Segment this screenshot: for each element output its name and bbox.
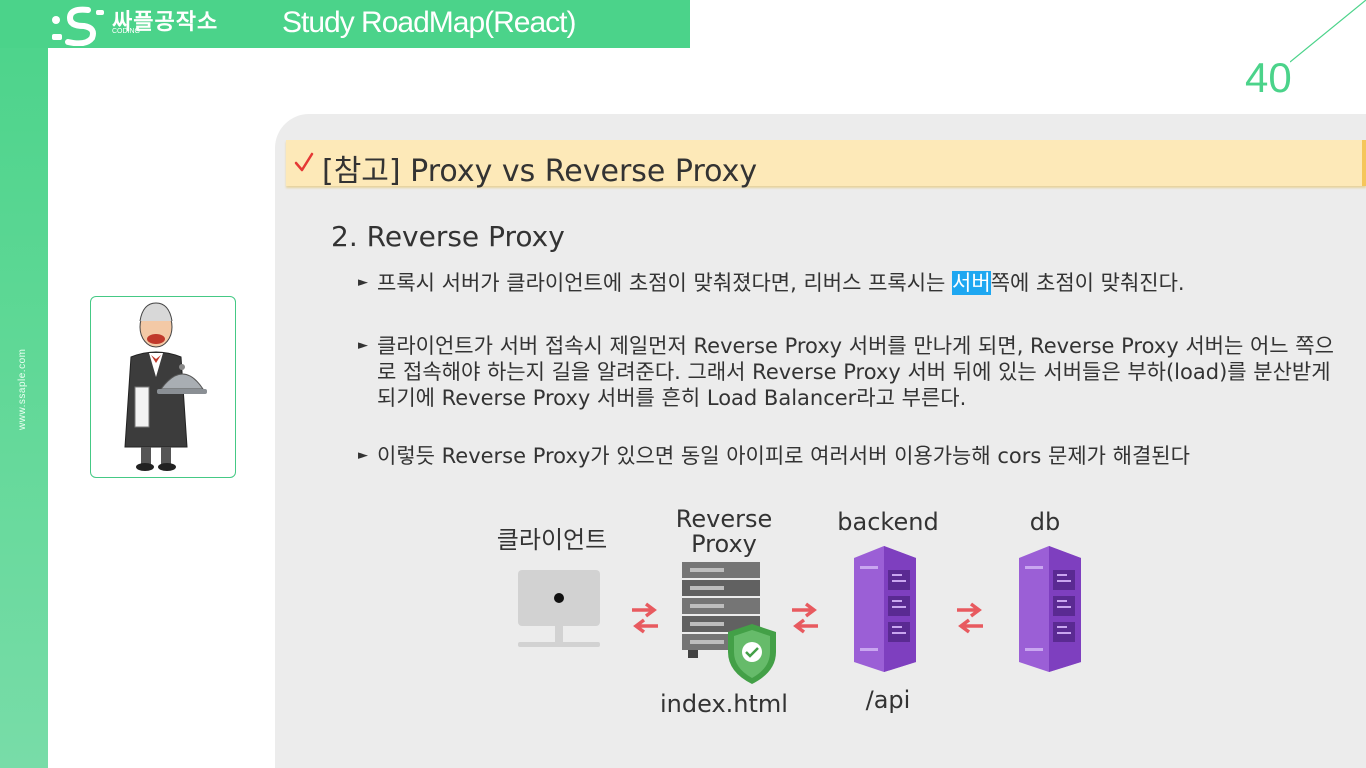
bullet-item: ► 이렇듯 Reverse Proxy가 있으면 동일 아이피로 여러서버 이용…	[358, 443, 1358, 469]
section-title: [참고] Proxy vs Reverse Proxy	[322, 154, 758, 189]
bullet-text: 클라이언트가 서버 접속시 제일먼저 Reverse Proxy 서버를 만나게…	[377, 334, 1334, 410]
section-subtitle: 2. Reverse Proxy	[331, 220, 565, 253]
butler-illustration	[124, 302, 207, 471]
site-url-vertical: www.ssaple.com	[17, 348, 28, 430]
content-panel	[275, 114, 1366, 768]
decorative-line	[1290, 0, 1366, 63]
bidirectional-arrow-icon	[957, 602, 983, 634]
bullet-text: 이렇듯 Reverse Proxy가 있으면 동일 아이피로 여러서버 이용가능…	[377, 444, 1190, 468]
reverse-proxy-label-line1: Reverse	[675, 505, 773, 533]
bullet-arrow-icon: ►	[358, 448, 368, 463]
bullet-arrow-icon: ►	[358, 275, 368, 290]
logo-icon	[52, 6, 104, 46]
backend-server-rack-icon	[854, 546, 916, 672]
bidirectional-arrow-icon	[632, 602, 658, 634]
highlighted-text: 서버	[952, 271, 991, 295]
api-caption: /api	[865, 686, 911, 714]
bullet-text: 쪽에 초점이 맞춰진다.	[990, 271, 1185, 295]
db-label: db	[1029, 508, 1061, 536]
index-html-caption: index.html	[660, 690, 788, 718]
logo-subtext: CODING	[112, 28, 140, 35]
backend-label: backend	[837, 508, 939, 536]
page-number: 40	[1245, 54, 1292, 101]
bullet-item: ► 클라이언트가 서버 접속시 제일먼저 Reverse Proxy 서버를 만…	[358, 333, 1353, 411]
section-header-band	[286, 140, 1366, 186]
bullet-text: 프록시 서버가 클라이언트에 초점이 맞춰졌다면, 리버스 프록시는	[377, 271, 953, 295]
client-label: 클라이언트	[496, 526, 608, 554]
butler-illustration-frame	[90, 296, 236, 478]
page-title: Study RoadMap(React)	[282, 6, 576, 39]
computer-monitor-icon	[518, 570, 600, 647]
reverse-proxy-label-line2: Proxy	[691, 530, 757, 558]
bidirectional-arrow-icon	[792, 602, 818, 634]
proxy-server-shield-icon	[682, 562, 776, 684]
bullet-arrow-icon: ►	[358, 338, 368, 353]
header-bar	[0, 0, 690, 48]
logo-text: 싸플공작소	[112, 10, 219, 35]
db-server-rack-icon	[1019, 546, 1081, 672]
left-sidebar-bar: www.ssaple.com	[0, 0, 48, 768]
checkmark-icon	[294, 152, 314, 172]
bullet-item: ► 프록시 서버가 클라이언트에 초점이 맞춰졌다면, 리버스 프록시는 서버쪽…	[358, 270, 1358, 296]
